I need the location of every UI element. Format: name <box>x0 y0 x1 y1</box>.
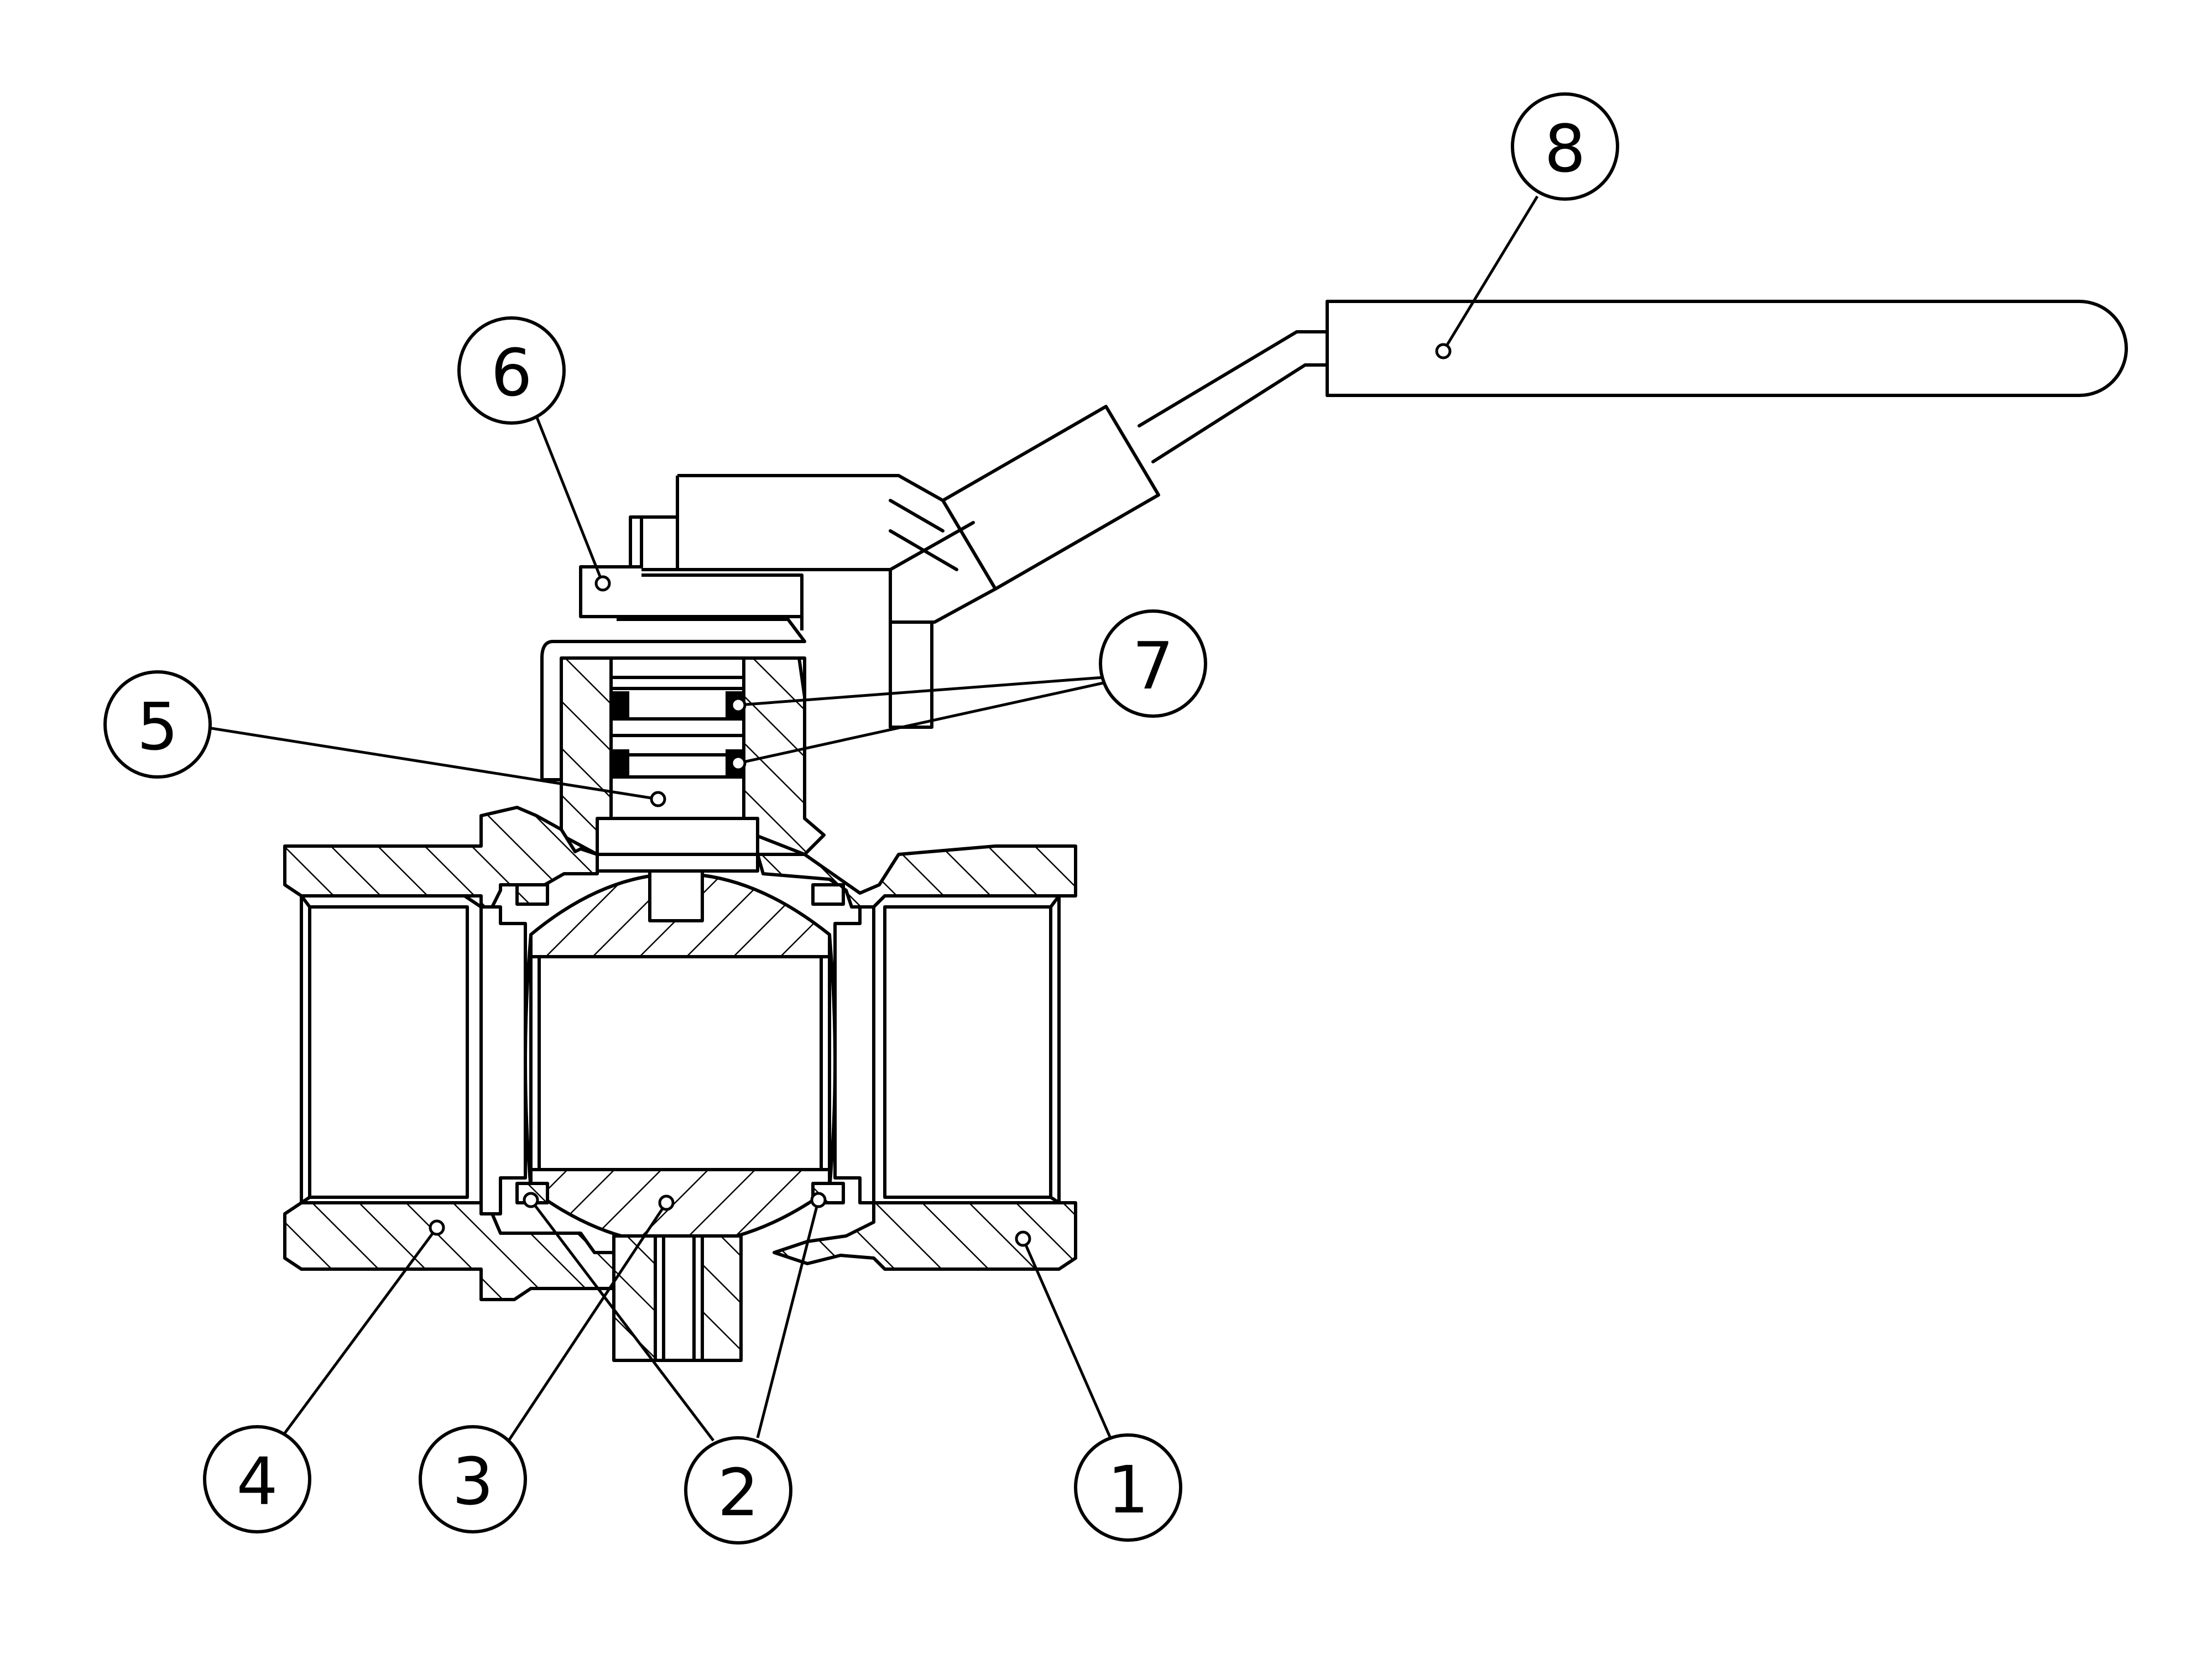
seats <box>515 883 845 1204</box>
bonnet <box>560 656 826 856</box>
balloon-6: 6 <box>457 316 566 425</box>
balloon-2-label: 2 <box>717 1454 759 1531</box>
balloon-3: 3 <box>419 1425 527 1533</box>
balloon-8-label: 8 <box>1544 111 1585 187</box>
balloon-3-label: 3 <box>452 1443 493 1520</box>
balloon-8: 8 <box>1511 92 1619 201</box>
body-left <box>283 806 632 1301</box>
drain-plug <box>612 1234 743 1362</box>
handle <box>941 300 2128 591</box>
balloon-1: 1 <box>1074 1433 1182 1542</box>
body-right <box>756 844 1077 1271</box>
balloon-5: 5 <box>103 670 212 779</box>
o-rings <box>613 691 742 777</box>
ball <box>524 869 837 1246</box>
balloon-7: 7 <box>1099 609 1207 718</box>
balloon-2: 2 <box>684 1436 792 1545</box>
balloon-4-label: 4 <box>236 1443 278 1520</box>
balloon-7-label: 7 <box>1132 628 1173 704</box>
balloon-6-label: 6 <box>491 335 532 411</box>
balloon-1-label: 1 <box>1107 1452 1149 1528</box>
leader-lines <box>204 195 1539 1450</box>
balloon-4: 4 <box>203 1425 311 1533</box>
leader-dots <box>429 343 1452 1247</box>
balloon-5-label: 5 <box>137 688 178 765</box>
